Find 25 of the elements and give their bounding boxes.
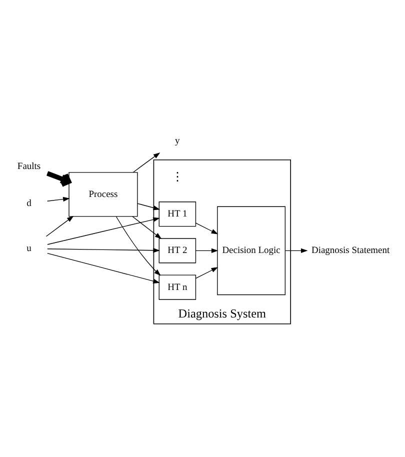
node-box: HT 2 <box>158 238 196 263</box>
node-box: HT n <box>158 274 196 300</box>
arrow <box>132 216 162 239</box>
arrow <box>47 247 160 252</box>
node-box: Process <box>68 172 138 216</box>
arrow <box>47 196 70 202</box>
arrow <box>196 266 218 278</box>
node-text: Faults <box>17 162 41 172</box>
label: ⋮ <box>171 168 184 183</box>
arrow <box>285 248 308 253</box>
node-text: u <box>26 244 32 254</box>
node-text: d <box>26 198 32 208</box>
arrow <box>196 222 218 234</box>
arrow <box>137 202 160 210</box>
arrow <box>47 216 160 244</box>
node-box: Decision Logic <box>217 206 286 295</box>
node-text: y <box>175 136 180 146</box>
node-box: HT 1 <box>158 201 196 226</box>
arrow <box>196 248 218 253</box>
arrow <box>46 170 72 186</box>
arrow <box>116 216 161 276</box>
arrow <box>46 215 74 236</box>
node-text: Diagnosis Statement <box>312 246 390 256</box>
arrow <box>132 152 160 172</box>
arrow <box>47 252 160 283</box>
